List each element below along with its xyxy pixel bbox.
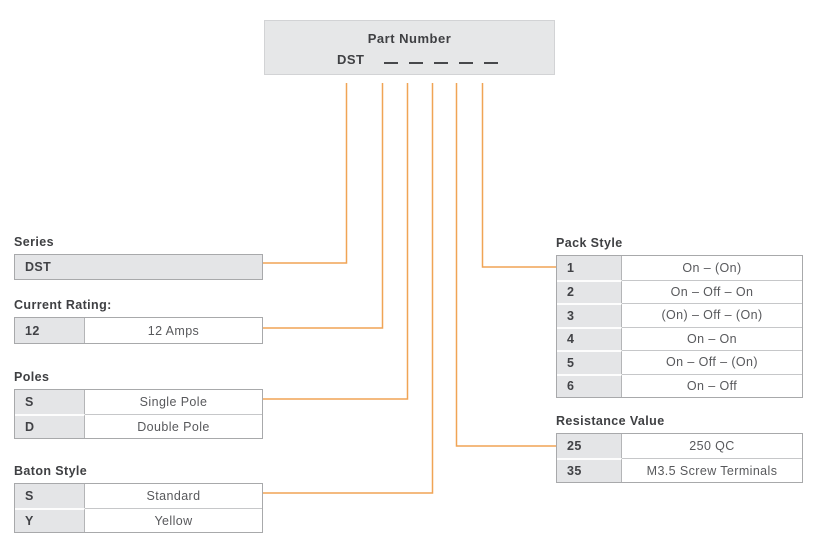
- value-cell: On – Off – (On): [622, 350, 802, 374]
- table-row: 25 250 QC: [557, 434, 802, 458]
- value-cell: On – (On): [682, 260, 742, 275]
- connector-series: [263, 83, 348, 264]
- code-cell: 2: [557, 279, 622, 303]
- value-cell: 12 Amps: [147, 323, 200, 338]
- baton-style-label: Baton Style: [14, 464, 88, 478]
- table-row: S Single Pole: [15, 390, 262, 414]
- value-cell: Double Pole: [85, 414, 262, 438]
- section-current-rating: Current Rating: 12 12 Amps: [14, 299, 263, 344]
- value-cell: M3.5 Screw Terminals: [622, 458, 802, 482]
- resistance-value-table: 25 250 QC 35 M3.5 Screw Terminals: [556, 433, 803, 483]
- resistance-value-label: Resistance Value: [556, 414, 665, 428]
- section-pack-style: Pack Style 1 On – (On) 2 On – Off – On 3…: [556, 237, 803, 398]
- part-number-prefix: DST: [337, 52, 365, 67]
- table-row: S Standard: [15, 484, 262, 508]
- series-label: Series: [14, 235, 54, 249]
- blank-dash: [383, 61, 398, 64]
- part-number-title: Part Number: [367, 31, 452, 46]
- value-cell: Standard: [146, 489, 201, 503]
- part-number-code: DST: [265, 53, 554, 66]
- blank-dash: [408, 61, 423, 64]
- table-row: 2 On – Off – On: [557, 279, 802, 304]
- code-cell: 25: [557, 434, 622, 458]
- table-row: D Double Pole: [15, 414, 262, 438]
- table-row: 5 On – Off – (On): [557, 350, 802, 374]
- table-row: DST: [15, 255, 262, 279]
- baton-style-table: S Standard Y Yellow: [14, 483, 263, 533]
- table-row: 1 On – (On): [557, 256, 802, 280]
- value-cell: On – Off: [622, 373, 802, 398]
- code-cell: S: [15, 484, 85, 508]
- current-rating-label: Current Rating:: [14, 298, 112, 312]
- code-cell: S: [15, 390, 85, 414]
- code-cell: 3: [557, 303, 622, 327]
- value-cell: Yellow: [85, 508, 262, 532]
- table-row: 3 (On) – Off – (On): [557, 303, 802, 327]
- poles-table: S Single Pole D Double Pole: [14, 389, 263, 439]
- code-cell: 1: [557, 256, 622, 280]
- section-resistance-value: Resistance Value 25 250 QC 35 M3.5 Screw…: [556, 415, 803, 483]
- code-cell: Y: [15, 508, 85, 532]
- table-row: 4 On – On: [557, 326, 802, 351]
- value-cell: 250 QC: [689, 439, 735, 453]
- blank-dash: [458, 61, 473, 64]
- section-poles: Poles S Single Pole D Double Pole: [14, 371, 263, 439]
- connector-pack: [481, 83, 556, 268]
- section-baton-style: Baton Style S Standard Y Yellow: [14, 465, 263, 533]
- code-cell: 5: [557, 350, 622, 374]
- code-cell: D: [15, 414, 85, 438]
- code-cell: 35: [557, 458, 622, 482]
- connector-resistance: [455, 83, 556, 447]
- table-row: Y Yellow: [15, 508, 262, 532]
- code-cell: 6: [557, 373, 622, 397]
- part-number-blanks: [383, 61, 498, 64]
- pack-style-table: 1 On – (On) 2 On – Off – On 3 (On) – Off…: [556, 255, 803, 398]
- part-number-box: Part Number DST: [264, 20, 555, 75]
- current-rating-table: 12 12 Amps: [14, 317, 263, 344]
- table-row: 35 M3.5 Screw Terminals: [557, 458, 802, 482]
- series-table: DST: [14, 254, 263, 280]
- connector-current: [263, 83, 384, 329]
- blank-dash: [433, 61, 448, 64]
- code-cell: 12: [15, 318, 85, 343]
- connector-baton: [263, 83, 434, 494]
- table-row: 6 On – Off: [557, 373, 802, 398]
- connector-poles: [263, 83, 409, 400]
- pack-style-label: Pack Style: [556, 236, 623, 250]
- code-cell: 4: [557, 326, 622, 350]
- value-cell: On – On: [622, 326, 802, 351]
- value-cell: On – Off – On: [622, 279, 802, 304]
- value-cell: (On) – Off – (On): [622, 303, 802, 327]
- section-series: Series DST: [14, 236, 263, 280]
- blank-dash: [483, 61, 498, 64]
- poles-label: Poles: [14, 370, 50, 384]
- series-code-cell: DST: [15, 255, 262, 279]
- table-row: 12 12 Amps: [15, 318, 262, 343]
- value-cell: Single Pole: [139, 395, 208, 409]
